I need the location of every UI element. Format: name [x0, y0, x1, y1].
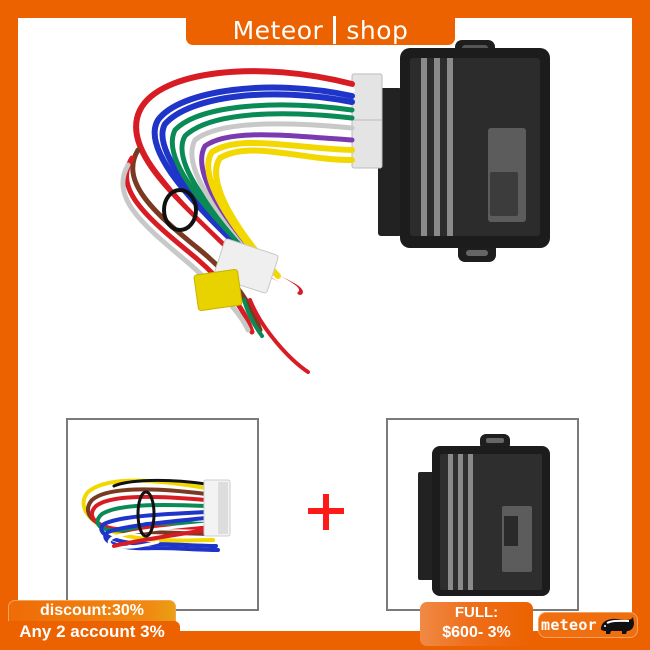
- wire-bundle-icon: [120, 68, 355, 374]
- full-reduction-badge: FULL: $600- 3%: [420, 602, 533, 646]
- full-amount-label: $600- 3%: [442, 624, 511, 641]
- shop-suffix: shop: [346, 15, 409, 45]
- control-module-icon: [418, 434, 550, 596]
- shop-title-banner: Meteor shop: [186, 15, 455, 45]
- wiring-harness-icon: [81, 478, 231, 552]
- main-product-image: [120, 40, 550, 374]
- brand-tag-badge: meteor: [538, 612, 638, 638]
- full-label: FULL:: [454, 604, 499, 621]
- harness-thumbnail-frame: [66, 418, 259, 611]
- module-thumbnail-frame: [386, 418, 579, 611]
- discount-rate-label: discount:30%: [8, 600, 176, 622]
- skunk-mascot-icon: [601, 617, 634, 634]
- brand-tag-text: meteor: [541, 616, 597, 634]
- title-separator: [333, 16, 337, 44]
- plus-operator-icon: [308, 494, 344, 530]
- shop-name: Meteor: [232, 15, 324, 45]
- discount-badge: discount:30% Any 2 account 3%: [4, 600, 180, 645]
- multi-buy-label: Any 2 account 3%: [4, 621, 180, 645]
- control-module-icon: [378, 40, 550, 262]
